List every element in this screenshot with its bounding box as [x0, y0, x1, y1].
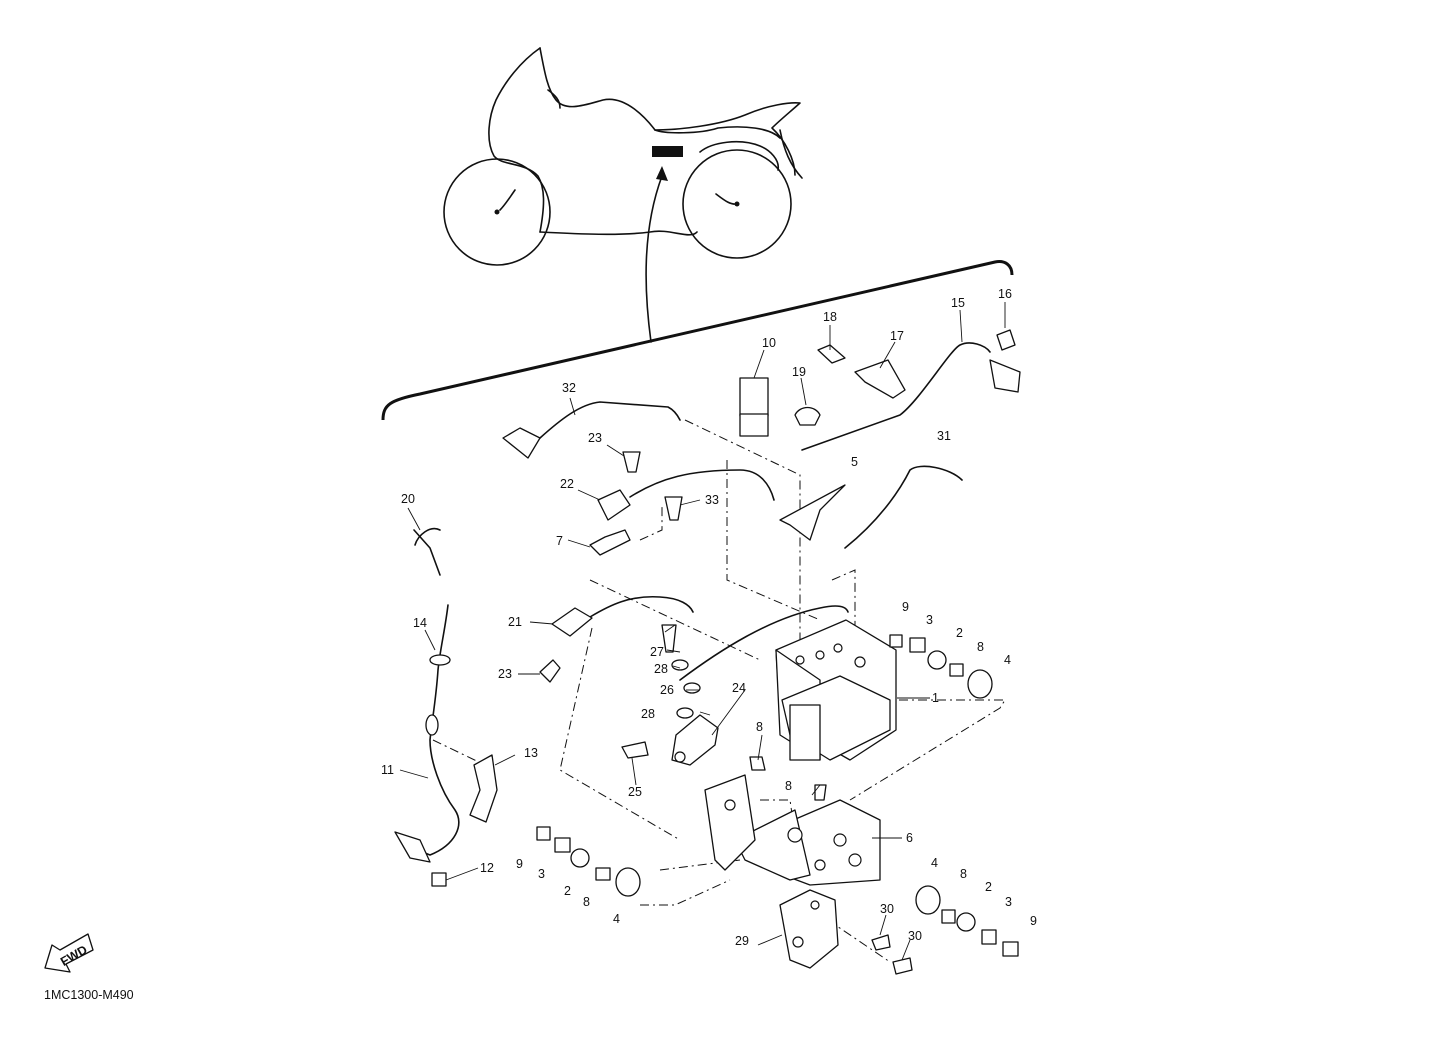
callout-21: 21 [508, 615, 522, 629]
callout-22: 22 [560, 477, 574, 491]
callout-1: 1 [932, 691, 939, 705]
callout-24: 24 [732, 681, 746, 695]
callout-26: 26 [660, 683, 674, 697]
callout-20: 20 [401, 492, 415, 506]
callout-29: 29 [735, 934, 749, 948]
callout-8: 8 [785, 779, 792, 793]
hydraulic-unit [775, 619, 897, 761]
callout-7: 7 [556, 534, 563, 548]
callout-19: 19 [792, 365, 806, 379]
callout-15: 15 [951, 296, 965, 310]
callout-31: 31 [937, 429, 951, 443]
callout-16: 16 [998, 287, 1012, 301]
callout-8: 8 [583, 895, 590, 909]
callout-30: 30 [880, 902, 894, 916]
callout-2: 2 [985, 880, 992, 894]
forward-direction-arrow: FWD [44, 933, 94, 973]
callout-11: 11 [381, 763, 394, 777]
callout-8: 8 [977, 640, 984, 654]
callout-8: 8 [756, 720, 763, 734]
callout-30: 30 [908, 929, 922, 943]
small-parts [431, 329, 1021, 975]
callout-2: 2 [956, 626, 963, 640]
callout-17: 17 [890, 329, 904, 343]
callout-8: 8 [960, 867, 967, 881]
brake-joint-24 [671, 714, 719, 766]
callout-5: 5 [851, 455, 858, 469]
callout-3: 3 [538, 867, 545, 881]
callout-4: 4 [1004, 653, 1011, 667]
frame-boundary-line [381, 260, 1014, 421]
callout-4: 4 [931, 856, 938, 870]
callout-23: 23 [498, 667, 512, 681]
callout-28: 28 [654, 662, 668, 676]
callout-18: 18 [823, 310, 837, 324]
assembly-lines [432, 419, 1006, 963]
callout-9: 9 [1030, 914, 1037, 928]
leader-lines [399, 302, 1006, 961]
mounting-bracket [734, 799, 881, 886]
callout-2: 2 [564, 884, 571, 898]
callout-3: 3 [926, 613, 933, 627]
callout-9: 9 [902, 600, 909, 614]
callout-25: 25 [628, 785, 642, 799]
callout-33: 33 [705, 493, 719, 507]
callout-10: 10 [762, 336, 776, 350]
callout-32: 32 [562, 381, 576, 395]
part-number-callouts: 1 2 2 2 3 3 3 4 4 4 5 6 7 8 8 8 8 8 9 9 … [381, 287, 1037, 948]
brake-pipes [413, 342, 991, 681]
front-bracket [704, 774, 756, 871]
rear-master-cylinder [779, 889, 839, 969]
callout-6: 6 [906, 831, 913, 845]
callout-9: 9 [516, 857, 523, 871]
callout-28: 28 [641, 707, 655, 721]
sensor-harness [394, 604, 498, 863]
callout-3: 3 [1005, 895, 1012, 909]
diagram-code: 1MC1300-M490 [44, 988, 134, 1002]
callout-4: 4 [613, 912, 620, 926]
callout-23: 23 [588, 431, 602, 445]
callout-14: 14 [413, 616, 427, 630]
callout-27: 27 [650, 645, 664, 659]
callout-13: 13 [524, 746, 538, 760]
callout-12: 12 [480, 861, 494, 875]
motorcycle-silhouette [443, 47, 803, 343]
